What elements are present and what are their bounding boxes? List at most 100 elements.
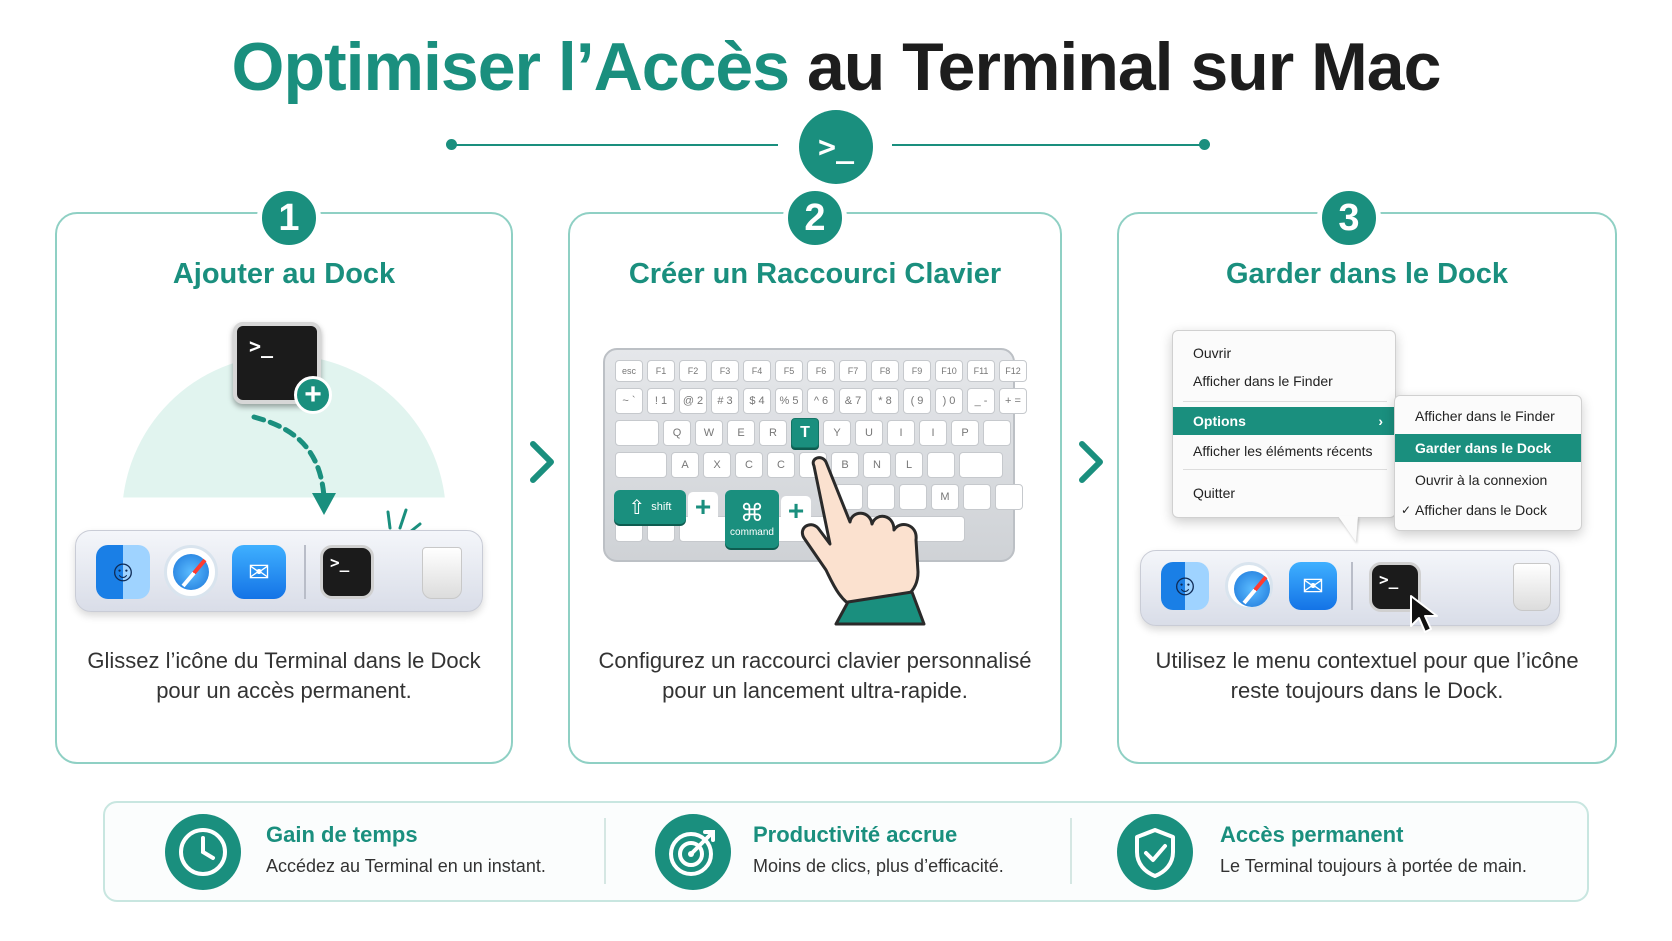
benefit-text-2: Moins de clics, plus d’efficacité. xyxy=(753,856,1004,876)
mail-icon[interactable]: ✉ xyxy=(232,545,286,599)
key[interactable]: U xyxy=(855,420,883,446)
key[interactable] xyxy=(983,420,1011,446)
key[interactable]: $ 4 xyxy=(743,388,771,414)
key-caps[interactable] xyxy=(615,452,667,478)
key[interactable]: ~ ` xyxy=(615,388,643,414)
plus-icon: + xyxy=(688,492,718,522)
key[interactable] xyxy=(867,484,895,510)
menu-item-options[interactable]: Options › xyxy=(1173,407,1395,435)
key[interactable] xyxy=(959,452,1003,478)
key[interactable]: Q xyxy=(663,420,691,446)
key[interactable]: F10 xyxy=(935,360,963,382)
submenu-item-show-in-finder[interactable]: Afficher dans le Finder xyxy=(1415,408,1555,424)
key[interactable]: F6 xyxy=(807,360,835,382)
key[interactable]: B xyxy=(831,452,859,478)
trash-icon[interactable] xyxy=(1513,563,1551,611)
menu-item-quit[interactable]: Quitter xyxy=(1193,485,1236,501)
menu-divider xyxy=(1183,469,1387,470)
dock: ☺ ✉ >_ xyxy=(75,530,483,612)
key[interactable]: % 5 xyxy=(775,388,803,414)
key[interactable]: F11 xyxy=(967,360,995,382)
key[interactable]: L xyxy=(895,452,923,478)
step-description-2: Configurez un raccourci clavier personna… xyxy=(598,648,1032,703)
key[interactable]: @ 2 xyxy=(679,388,707,414)
key-shift[interactable]: ⇧ shift xyxy=(614,490,686,524)
key[interactable]: I xyxy=(887,420,915,446)
menu-item-open[interactable]: Ouvrir xyxy=(1193,345,1232,361)
step-number-1: 1 xyxy=(257,186,321,250)
key[interactable]: C xyxy=(767,452,795,478)
key[interactable]: * 8 xyxy=(871,388,899,414)
chevron-right-icon xyxy=(530,441,554,483)
title-highlight: Optimiser l’Accès xyxy=(231,29,790,105)
key[interactable] xyxy=(995,484,1023,510)
key[interactable]: F9 xyxy=(903,360,931,382)
key[interactable]: ^ 6 xyxy=(807,388,835,414)
safari-icon[interactable] xyxy=(1225,562,1273,610)
submenu-item-open-at-login[interactable]: Ouvrir à la connexion xyxy=(1415,472,1548,488)
key[interactable]: Y xyxy=(823,420,851,446)
menu-item-recent[interactable]: Afficher les éléments récents xyxy=(1193,443,1373,459)
key[interactable]: ) 0 xyxy=(935,388,963,414)
key[interactable]: W xyxy=(695,420,723,446)
benefits-bar xyxy=(103,801,1589,902)
key[interactable]: & 7 xyxy=(839,388,867,414)
key[interactable]: _ - xyxy=(967,388,995,414)
key[interactable]: N xyxy=(863,452,891,478)
command-icon: ⌘ xyxy=(740,499,764,527)
dock: ☺ ✉ >_ xyxy=(1140,550,1560,626)
submenu-item-keep-in-dock[interactable]: Garder dans le Dock xyxy=(1395,434,1581,462)
key[interactable]: + = xyxy=(999,388,1027,414)
menu-divider xyxy=(1183,401,1387,402)
finder-icon[interactable]: ☺ xyxy=(96,545,150,599)
finder-icon[interactable]: ☺ xyxy=(1161,562,1209,610)
trash-icon[interactable] xyxy=(422,547,462,599)
key-tab[interactable] xyxy=(615,420,659,446)
key[interactable]: F2 xyxy=(679,360,707,382)
key[interactable]: F7 xyxy=(839,360,867,382)
terminal-icon[interactable]: >_ xyxy=(1369,562,1421,612)
keyboard-mid-row: A X C C B N L xyxy=(615,452,1003,478)
cursor-icon xyxy=(1410,595,1438,633)
drag-arrow-icon xyxy=(251,414,336,515)
keyboard-bot-row: M xyxy=(835,484,1023,510)
key[interactable]: F1 xyxy=(647,360,675,382)
key[interactable]: F8 xyxy=(871,360,899,382)
key[interactable] xyxy=(927,452,955,478)
mail-icon[interactable]: ✉ xyxy=(1289,562,1337,610)
key[interactable]: ( 9 xyxy=(903,388,931,414)
key[interactable]: M xyxy=(931,484,959,510)
key[interactable]: I xyxy=(919,420,947,446)
key[interactable]: F12 xyxy=(999,360,1027,382)
key[interactable]: F3 xyxy=(711,360,739,382)
hand-pointer-icon xyxy=(801,456,926,626)
step-description-1: Glissez l’icône du Terminal dans le Dock… xyxy=(87,648,481,703)
key[interactable]: # 3 xyxy=(711,388,739,414)
key[interactable]: P xyxy=(951,420,979,446)
key-t[interactable]: T xyxy=(791,418,819,448)
key[interactable] xyxy=(899,484,927,510)
terminal-icon[interactable]: >_ xyxy=(320,545,374,599)
safari-icon[interactable] xyxy=(164,545,218,599)
step-title-1: Ajouter au Dock xyxy=(172,258,396,290)
key-command[interactable]: ⌘ command xyxy=(725,490,779,548)
submenu: Afficher dans le Finder Garder dans le D… xyxy=(1394,395,1582,531)
key[interactable]: C xyxy=(735,452,763,478)
key[interactable] xyxy=(963,484,991,510)
key[interactable]: E xyxy=(727,420,755,446)
checkmark-icon: ✓ xyxy=(1401,503,1412,517)
key[interactable]: X xyxy=(703,452,731,478)
key[interactable]: F5 xyxy=(775,360,803,382)
benefit-text-3: Le Terminal toujours à portée de main. xyxy=(1220,856,1527,876)
submenu-item-show-in-dock[interactable]: ✓ Afficher dans le Dock xyxy=(1395,496,1581,524)
benefit-divider xyxy=(1070,818,1072,884)
step-title-2: Créer un Raccourci Clavier xyxy=(628,258,1002,290)
key[interactable]: esc xyxy=(615,360,643,382)
terminal-icon[interactable]: >_ xyxy=(233,322,321,404)
key[interactable]: F4 xyxy=(743,360,771,382)
key[interactable]: A xyxy=(671,452,699,478)
menu-item-show-in-finder[interactable]: Afficher dans le Finder xyxy=(1193,373,1333,389)
key[interactable]: ! 1 xyxy=(647,388,675,414)
key[interactable]: R xyxy=(759,420,787,446)
keyboard-fn-row: esc F1 F2 F3 F4 F5 F6 F7 F8 F9 F10 F11 F… xyxy=(615,360,1027,382)
